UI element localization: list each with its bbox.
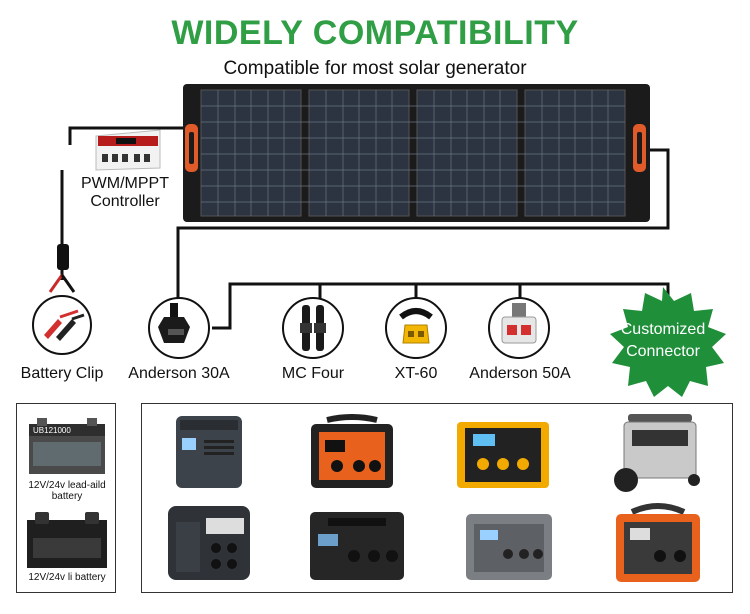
- xt60-plug-icon: [385, 297, 447, 359]
- lithium-battery-icon: [27, 512, 107, 568]
- power-station-7-icon: [466, 514, 552, 580]
- mc4-connector-icon: [282, 297, 344, 359]
- inline-fuse-icon: [56, 244, 70, 270]
- custom-badge-line1: Customized: [620, 321, 706, 338]
- connector-label-mc-four: MC Four: [281, 365, 345, 382]
- custom-badge-line2: Connector: [626, 343, 700, 360]
- anderson-30a-plug-icon: [148, 297, 210, 359]
- customized-connector-badge: Customized Connector: [596, 285, 730, 397]
- lead-acid-battery-icon: [29, 418, 105, 474]
- lead-acid-battery-label: 12V/24v lead-aild battery: [28, 480, 106, 502]
- power-station-1-icon: [176, 416, 242, 488]
- connector-label-xt60: XT-60: [394, 365, 438, 382]
- battery-box: UB121000 12V/24v lead-aild battery 12V/2…: [16, 403, 116, 593]
- connector-label-battery-clip: Battery Clip: [20, 365, 104, 382]
- lithium-battery-label: 12V/24v li battery: [28, 572, 106, 583]
- controller-label: PWM/MPPT Controller: [81, 175, 169, 210]
- power-station-8-icon: [616, 503, 700, 582]
- alligator-clip-icon: [32, 295, 92, 355]
- power-stations-box: [141, 403, 733, 593]
- solar-panel: [183, 84, 650, 222]
- power-station-4-icon: [614, 414, 700, 492]
- power-station-3-icon: [457, 422, 549, 488]
- power-station-2-icon: [311, 414, 393, 488]
- page-subtitle: Compatible for most solar generator: [223, 58, 527, 79]
- pwm-mppt-controller: [92, 128, 164, 172]
- battery-brand: UB121000: [33, 426, 71, 435]
- page-title: WIDELY COMPATIBILITY: [171, 14, 579, 52]
- starburst-icon: [610, 287, 726, 397]
- power-station-6-icon: [310, 512, 404, 580]
- power-station-5-icon: [168, 506, 250, 580]
- connector-label-anderson-50a: Anderson 50A: [469, 365, 571, 382]
- anderson-50a-plug-icon: [488, 297, 550, 359]
- connector-label-anderson-30a: Anderson 30A: [128, 365, 230, 382]
